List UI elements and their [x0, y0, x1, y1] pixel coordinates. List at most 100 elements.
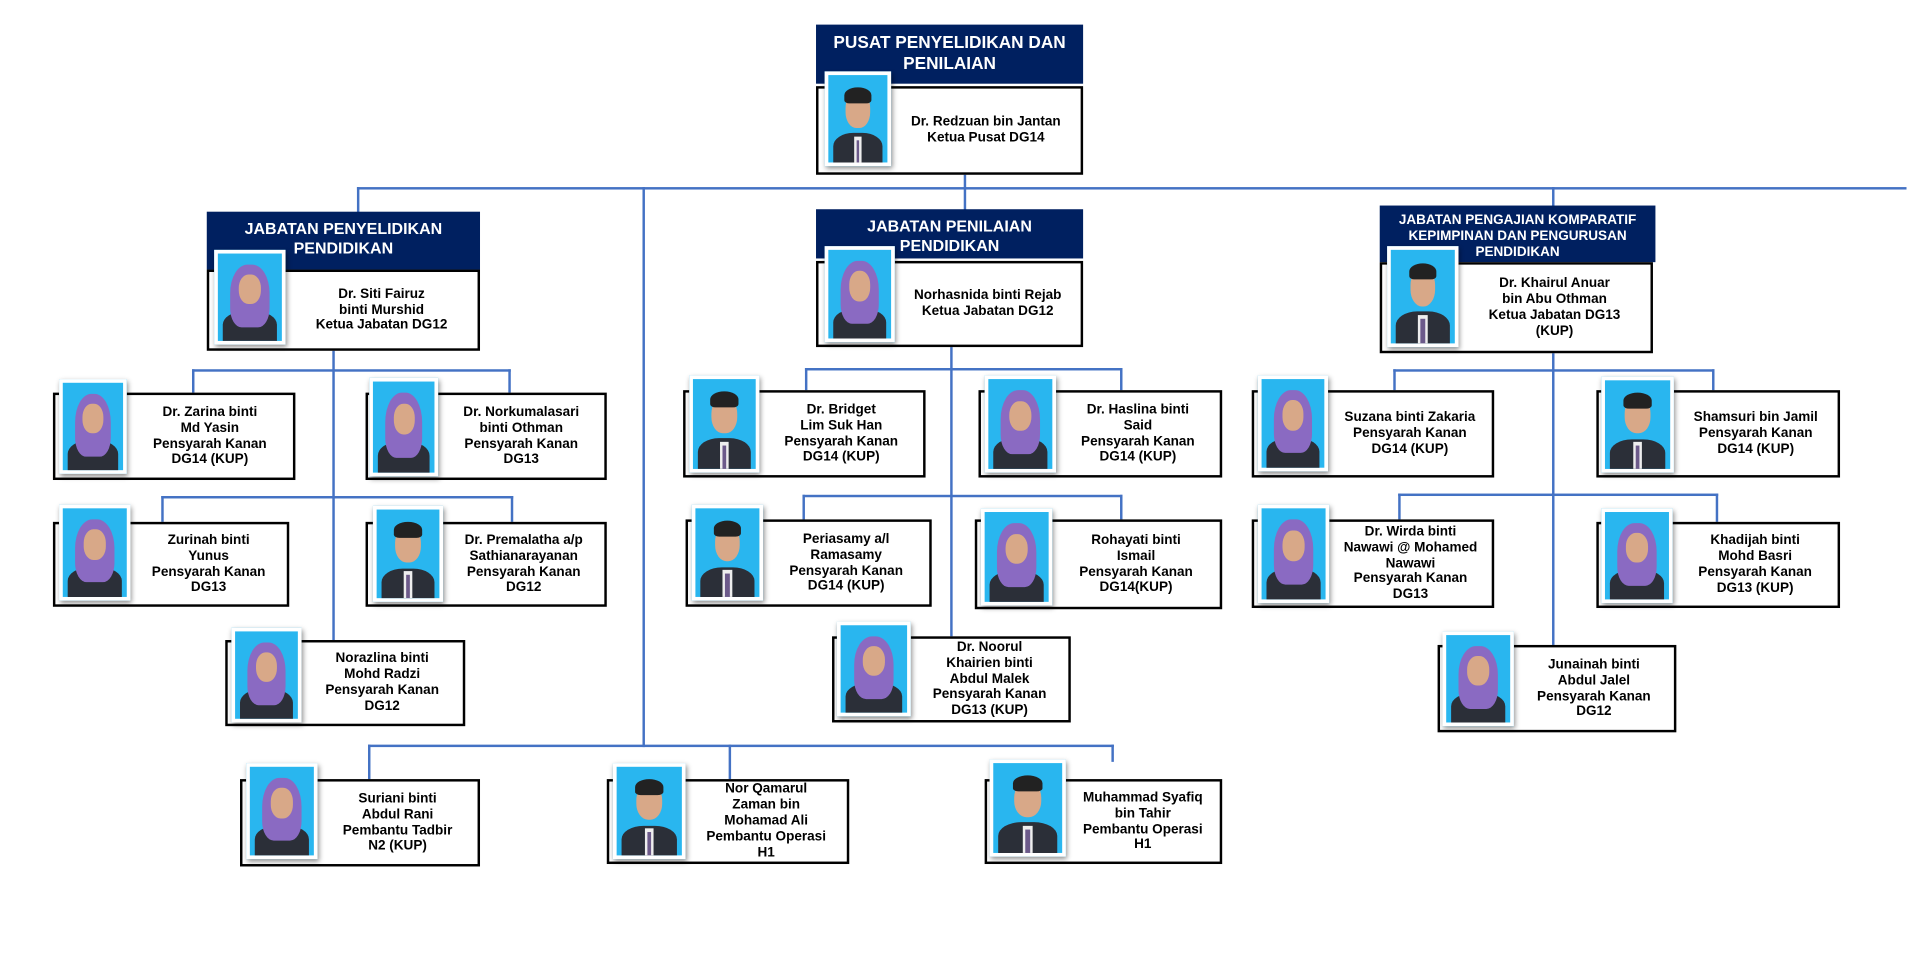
connector-line — [332, 349, 335, 650]
staff-name: Suzana binti Zakaria — [1344, 409, 1476, 425]
staff-photo — [1442, 631, 1514, 727]
connector-line — [963, 173, 967, 190]
staff-name: Dr. Khairul Anuar — [1499, 275, 1610, 291]
unit-header: PUSAT PENYELIDIKAN DAN PENILAIAN — [816, 24, 1084, 84]
staff-detail-line: Pensyarah Kanan — [464, 436, 579, 452]
connector-line — [1552, 352, 1555, 648]
staff-photo — [980, 508, 1053, 606]
connector-line — [728, 744, 732, 781]
staff-detail-line: Pensyarah Kanan — [466, 564, 581, 580]
staff-detail-line: Md Yasin — [180, 420, 240, 436]
staff-detail-line: DG14 (KUP) — [1099, 449, 1177, 465]
staff-name: Norazlina binti — [335, 651, 429, 666]
staff-name: Norhasnida binti Rejab — [913, 288, 1062, 303]
staff-detail-line: DG12 — [506, 580, 542, 596]
connector-line — [161, 496, 164, 524]
staff-detail-line: DG13 (KUP) — [1716, 580, 1794, 596]
connector-line — [356, 187, 1907, 190]
staff-detail-line: Mohd Radzi — [344, 667, 421, 682]
staff-name: Dr. Zarina binti — [162, 404, 258, 420]
staff-detail-line: DG14(KUP) — [1099, 580, 1173, 596]
staff-name: Dr. Noorul — [956, 639, 1023, 655]
connector-line — [508, 369, 511, 394]
connector-line — [161, 496, 514, 499]
staff-detail-line: DG14 (KUP) — [802, 449, 880, 465]
staff-detail-line: Nawawi — [1385, 555, 1436, 571]
connector-line — [1552, 187, 1555, 209]
staff-detail-line: N2 (KUP) — [368, 838, 427, 854]
staff-detail-line: Mohamad Ali — [724, 813, 809, 829]
connector-line — [1120, 368, 1123, 392]
staff-photo — [59, 379, 127, 474]
staff-detail-line: DG14 (KUP) — [171, 452, 249, 468]
connector-line — [804, 368, 1123, 371]
staff-detail-line: Khairien binti — [946, 655, 1033, 671]
staff-detail-line: Ismail — [1116, 548, 1156, 564]
staff-detail-line: DG14 (KUP) — [807, 579, 885, 594]
staff-detail-line: Ramasamy — [810, 547, 882, 562]
staff-detail-line: Pembantu Tadbir — [342, 822, 453, 838]
connector-line — [368, 744, 1114, 748]
staff-detail-line: DG13 — [1392, 587, 1429, 603]
connector-line — [1393, 369, 1715, 372]
staff-detail-line: Ketua Jabatan DG12 — [921, 304, 1054, 319]
staff-name: Khadijah binti — [1710, 533, 1800, 548]
staff-detail-line: H1 — [1134, 837, 1152, 853]
staff-name: Dr. Norkumalasari — [463, 404, 580, 420]
connector-line — [1398, 493, 1719, 497]
staff-detail-line: DG14 (KUP) — [1717, 441, 1795, 457]
staff-detail-line: bin Tahir — [1114, 805, 1171, 821]
staff-photo — [231, 627, 302, 723]
staff-detail-line: Nawawi @ Mohamed — [1343, 539, 1478, 555]
connector-line — [356, 187, 360, 213]
staff-detail-line: Pensyarah Kanan — [784, 433, 899, 449]
staff-detail-line: Abdul Jalel — [1557, 672, 1631, 688]
connector-line — [1715, 493, 1719, 524]
connector-line — [1393, 369, 1396, 392]
staff-detail-line: Ketua Jabatan DG12 — [315, 318, 448, 333]
staff-detail-line: Pensyarah Kanan — [1698, 425, 1813, 441]
staff-detail-line: Pensyarah Kanan — [151, 564, 266, 580]
staff-detail-line: Abdul Malek — [949, 671, 1030, 687]
staff-name: Dr. Bridget — [806, 401, 876, 417]
staff-detail-line: Pensyarah Kanan — [1537, 688, 1651, 704]
staff-detail-line: Pensyarah Kanan — [153, 436, 267, 452]
connector-line — [192, 369, 195, 394]
staff-photo — [689, 375, 760, 473]
connector-line — [192, 369, 511, 372]
staff-detail-line: Ketua Pusat DG14 — [927, 130, 1045, 146]
staff-photo — [984, 375, 1057, 473]
staff-detail-line: DG12 — [364, 699, 400, 714]
staff-photo — [1601, 508, 1673, 604]
staff-detail-line: Pensyarah Kanan — [932, 687, 1047, 703]
staff-photo — [1257, 504, 1330, 604]
staff-name: Rohayati binti — [1091, 532, 1181, 548]
staff-detail-line: H1 — [757, 845, 775, 861]
connector-line — [1712, 369, 1715, 392]
connector-line — [802, 494, 1123, 498]
staff-name: Dr. Wirda binti — [1364, 523, 1457, 539]
staff-detail-line: Pensyarah Kanan — [1353, 425, 1467, 441]
staff-detail-line: Lim Suk Han — [800, 417, 883, 433]
staff-detail-line: Pensyarah Kanan — [1698, 564, 1812, 580]
staff-detail-line: (KUP) — [1535, 323, 1574, 339]
staff-detail-line: Pensyarah Kanan — [1081, 433, 1195, 449]
staff-detail-line: DG13 — [190, 580, 227, 596]
connector-line — [642, 187, 645, 748]
staff-photo — [369, 377, 439, 477]
staff-detail-line: Said — [1123, 417, 1153, 433]
staff-photo — [824, 246, 895, 343]
staff-photo — [372, 505, 444, 602]
